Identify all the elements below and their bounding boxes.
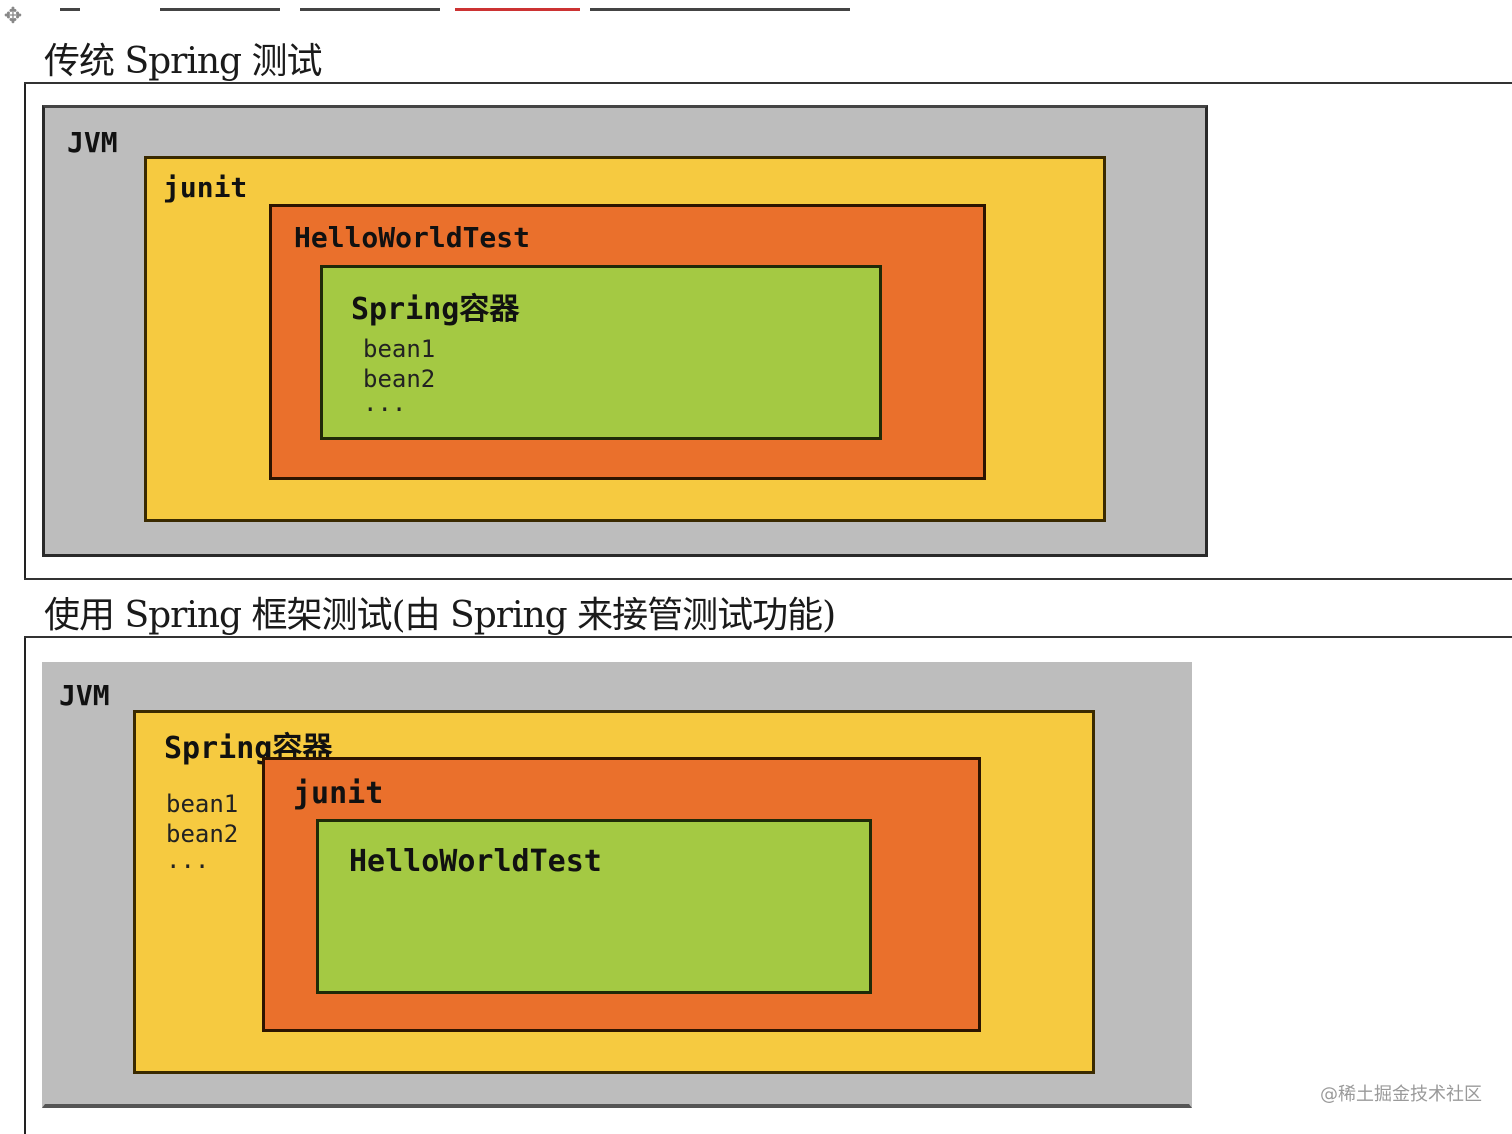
- section-2-bean-1: bean1: [166, 790, 239, 818]
- section-2-title: 使用 Spring 框架测试(由 Spring 来接管测试功能): [44, 595, 836, 636]
- cropped-previous-text: [0, 0, 1512, 24]
- section-1-junit-label: junit: [163, 171, 248, 204]
- section-1-bean-2: bean2: [363, 365, 436, 393]
- watermark: @稀土掘金技术社区: [1320, 1084, 1482, 1105]
- section-1-test-class-label: HelloWorldTest: [294, 221, 531, 254]
- section-1-container-box: Spring容器 bean1 bean2 ...: [320, 265, 882, 440]
- section-2-header: 使用 Spring 框架测试(由 Spring 来接管测试功能): [24, 578, 1512, 638]
- section-2-test-class-label: HelloWorldTest: [349, 844, 602, 879]
- section-1-header: 传统 Spring 测试: [24, 24, 1512, 84]
- move-handle-icon[interactable]: ✥: [3, 4, 23, 29]
- section-2-bean-ellipsis: ...: [166, 846, 210, 874]
- section-2-test-class-box: HelloWorldTest: [316, 819, 872, 994]
- section-1-bean-ellipsis: ...: [363, 389, 407, 417]
- section-1-jvm-label: JVM: [67, 126, 118, 159]
- section-2-bean-2: bean2: [166, 820, 239, 848]
- section-1-title: 传统 Spring 测试: [44, 41, 323, 82]
- section-2-junit-label: junit: [293, 776, 384, 811]
- section-1-bean-1: bean1: [363, 335, 436, 363]
- section-1-container-label: Spring容器: [351, 292, 520, 327]
- section-2-jvm-label: JVM: [59, 679, 110, 712]
